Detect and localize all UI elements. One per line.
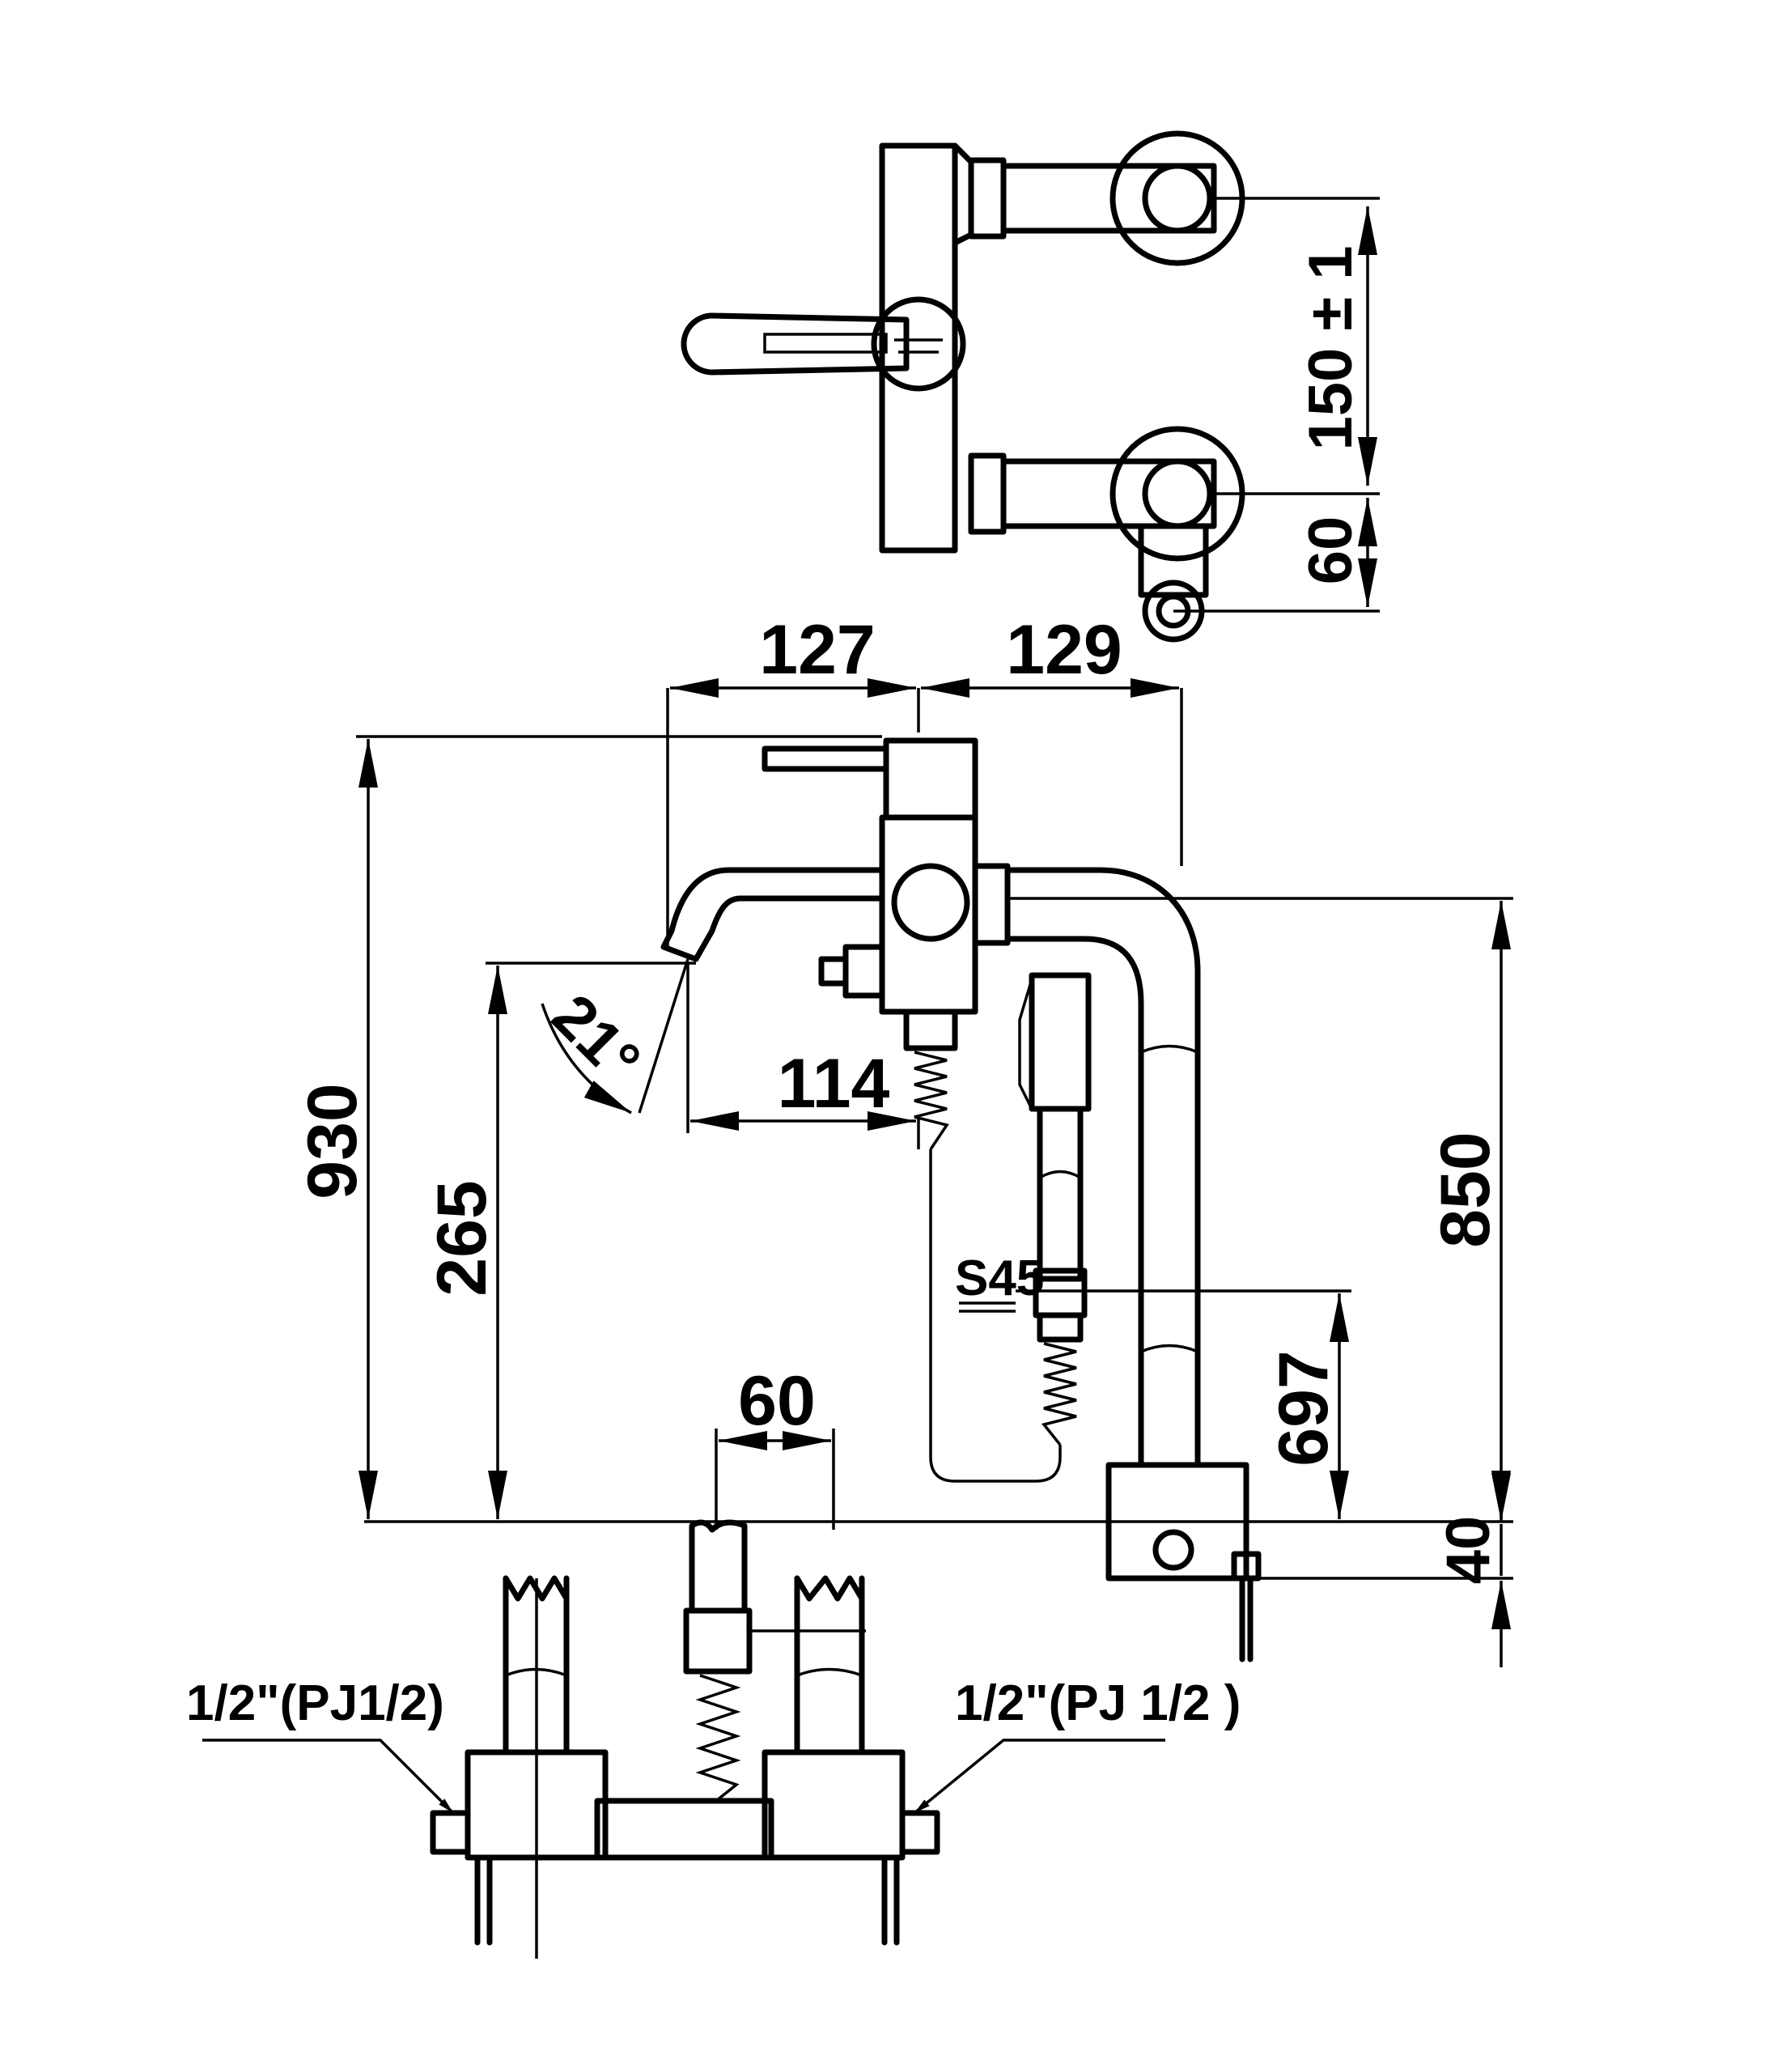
side-diverter [891, 863, 970, 942]
top-upper-nut [968, 157, 1007, 240]
hand-shower-handle [1037, 1106, 1084, 1282]
side-spout [660, 867, 885, 962]
dim-850-text: 850 [1427, 1132, 1504, 1248]
side-riser-inner [1004, 936, 1144, 1468]
inlet-label-left: 1/2"(PJ1/2) [186, 1675, 444, 1731]
top-handle [681, 312, 910, 376]
hose-loop [929, 1149, 1062, 1483]
top-handle-knob [871, 296, 966, 392]
dim-129-text: 129 [1006, 611, 1122, 689]
top-lower-nut [968, 452, 1007, 535]
side-hose-nut [903, 1008, 958, 1051]
side-riser-outer [1004, 867, 1201, 1468]
dim-60-top-text: 60 [1296, 516, 1365, 585]
top-upper-pipe [1000, 163, 1217, 234]
right-inlet-nut [899, 1810, 940, 1855]
top-view: 150 ± 1 60 [681, 130, 1380, 643]
side-hose-thread [914, 1051, 949, 1150]
dim-697-text: 697 [1265, 1350, 1343, 1467]
connecting-bar [594, 1798, 774, 1861]
top-body [879, 142, 958, 554]
side-cartridge [883, 737, 978, 821]
dim-114-text: 114 [778, 1045, 890, 1123]
dim-150-text: 150 ± 1 [1296, 245, 1365, 450]
inlet-label-right: 1/2"(PJ 1/2 ) [955, 1675, 1241, 1731]
hose-code-label: S45 [955, 1250, 1044, 1306]
dim-60-bottom-text: 60 [738, 1362, 816, 1440]
top-lower-pipe [1000, 458, 1217, 529]
hand-shower-head [1029, 972, 1092, 1112]
dim-930-text: 930 [294, 1083, 371, 1199]
left-inlet-nut [430, 1810, 471, 1855]
dim-40-text: 40 [1434, 1516, 1503, 1585]
side-lever [761, 745, 889, 772]
dim-angle-arc [541, 1003, 632, 1115]
dim-127-text: 127 [759, 611, 876, 689]
column-base [1105, 1462, 1249, 1582]
right-body-block [761, 1749, 906, 1861]
bottom-view: 60 1/2"(PJ1/2) 1/2"(PJ 1/2 ) [186, 1362, 1241, 1959]
dim-265-text: 265 [423, 1180, 501, 1297]
side-view: S45 127 129 930 265 21° 114 850 697 [294, 611, 1513, 1667]
dim-angle-text: 21° [539, 981, 653, 1095]
